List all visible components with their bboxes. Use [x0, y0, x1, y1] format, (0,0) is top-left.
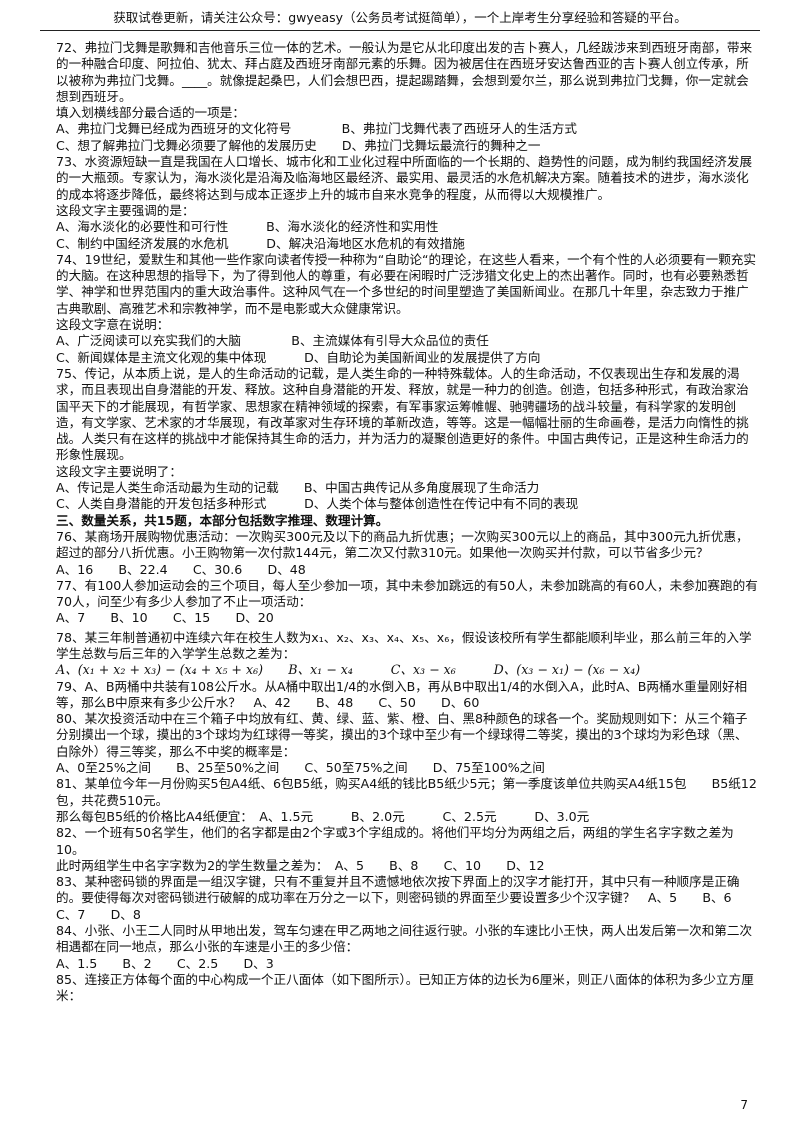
options-line: 那么每包B5纸的价格比A4纸便宜： A、1.5元 B、2.0元 C、2.5元 D… — [56, 808, 590, 824]
paragraph: 这段文字主要强调的是： — [56, 202, 195, 218]
paragraph: 85、连接正方体每个面的中心构成一个正八面体（如下图所示）。已知正方体的边长为6… — [56, 971, 754, 1004]
paragraph: 这段文字主要说明了： — [56, 463, 182, 479]
paragraph: 73、水资源短缺一直是我国在人口增长、城市化和工业化过程中所面临的一个长期的、趋… — [56, 154, 753, 202]
options-line: A、传记是人类生命活动最为生动的记载 B、中国古典传记从多角度展现了生命活力 — [56, 480, 540, 496]
math-options-line: A、(x₁ + x₂ + x₃) − (x₄ + x₅ + x₆) B、x₁ −… — [56, 662, 641, 678]
paragraph: 80、某次投资活动中在三个箱子中均放有红、黄、绿、蓝、紫、橙、白、黑8种颜色的球… — [56, 711, 748, 759]
options-line: C、制约中国经济发展的水危机 D、解决沿海地区水危机的有效措施 — [56, 235, 465, 251]
section-heading: 三、数量关系，共15题，本部分包括数字推理、数理计算。 — [56, 512, 389, 528]
paragraph: 75、传记，从本质上说，是人的生命活动的记载，是人类生命的一种特殊载体。人的生命… — [56, 365, 749, 463]
paragraph: 这段文字意在说明： — [56, 317, 170, 333]
paragraph: 84、小张、小王二人同时从甲地出发，驾车匀速在甲乙两地之间往返行驶。小张的车速比… — [56, 923, 753, 955]
options-line: A、海水淡化的必要性和可行性 B、海水淡化的经济性和实用性 — [56, 219, 439, 235]
options-line: A、弗拉门戈舞已经成为西班牙的文化符号 B、弗拉门戈舞代表了西班牙人的生活方式 — [56, 121, 578, 137]
paragraph: 72、弗拉门戈舞是歌舞和吉他音乐三位一体的艺术。一般认为是它从北印度出发的吉卜赛… — [56, 40, 753, 104]
options-line: 此时两组学生中名字字数为2的学生数量之差为： A、5 B、8 C、10 D、12 — [56, 857, 545, 873]
paragraph: 83、某种密码锁的界面是一组汉字键，只有不重复并且不遗憾地依次按下界面上的汉字才… — [56, 874, 757, 922]
paragraph: 78、某三年制普通初中连续六年在校生人数为x₁、x₂、x₃、x₄、x₅、x₆，假… — [56, 629, 752, 661]
options-line: A、16 B、22.4 C、30.6 D、48 — [56, 561, 306, 577]
page-content: 72、弗拉门戈舞是歌舞和吉他音乐三位一体的艺术。一般认为是它从北印度出发的吉卜赛… — [56, 40, 760, 1005]
paragraph: 76、某商场开展购物优惠活动：一次购买300元及以下的商品九折优惠；一次购买30… — [56, 528, 749, 561]
options-line: A、7 B、10 C、15 D、20 — [56, 610, 274, 626]
options-line: A、0至25%之间 B、25至50%之间 C、50至75%之间 D、75至100… — [56, 760, 545, 776]
paragraph: 填入划横线部分最合适的一项是： — [56, 105, 245, 121]
header-rule — [40, 30, 760, 31]
options-line: C、新闻媒体是主流文化观的集中体现 D、自助论为美国新闻业的发展提供了方向 — [56, 349, 541, 365]
page-number: 7 — [740, 1098, 748, 1112]
options-line: C、想了解弗拉门戈舞必须要了解他的发展历史 D、弗拉门戈舞坛最流行的舞种之一 — [56, 137, 541, 153]
options-line: A、1.5 B、2 C、2.5 D、3 — [56, 955, 274, 971]
paragraph: 79、A、B两桶中共装有108公斤水。从A桶中取出1/4的水倒入B，再从B中取出… — [56, 678, 748, 710]
paragraph: 81、某单位今年一月份购买5包A4纸、6包B5纸，购买A4纸的钱比B5纸少5元；… — [56, 776, 757, 808]
page-header: 获取试卷更新，请关注公众号：gwyeasy（公务员考试挺简单），一个上岸考生分享… — [113, 10, 687, 25]
paragraph: 77、有100人参加运动会的三个项目，每人至少参加一项，其中未参加跳远的有50人… — [56, 577, 758, 610]
paragraph: 82、一个班有50名学生，他们的名字都是由2个字或3个字组成的。将他们平均分为两… — [56, 825, 734, 857]
options-line: A、广泛阅读可以充实我们的大脑 B、主流媒体有引导大众品位的责任 — [56, 333, 489, 349]
paragraph: 74、19世纪，爱默生和其他一些作家向读者传授一种称为“自助论“的理论，在这些人… — [56, 251, 756, 316]
options-line: C、人类自身潜能的开发包括多种形式 D、人类个体与整体创造性在传记中有不同的表现 — [56, 496, 579, 512]
